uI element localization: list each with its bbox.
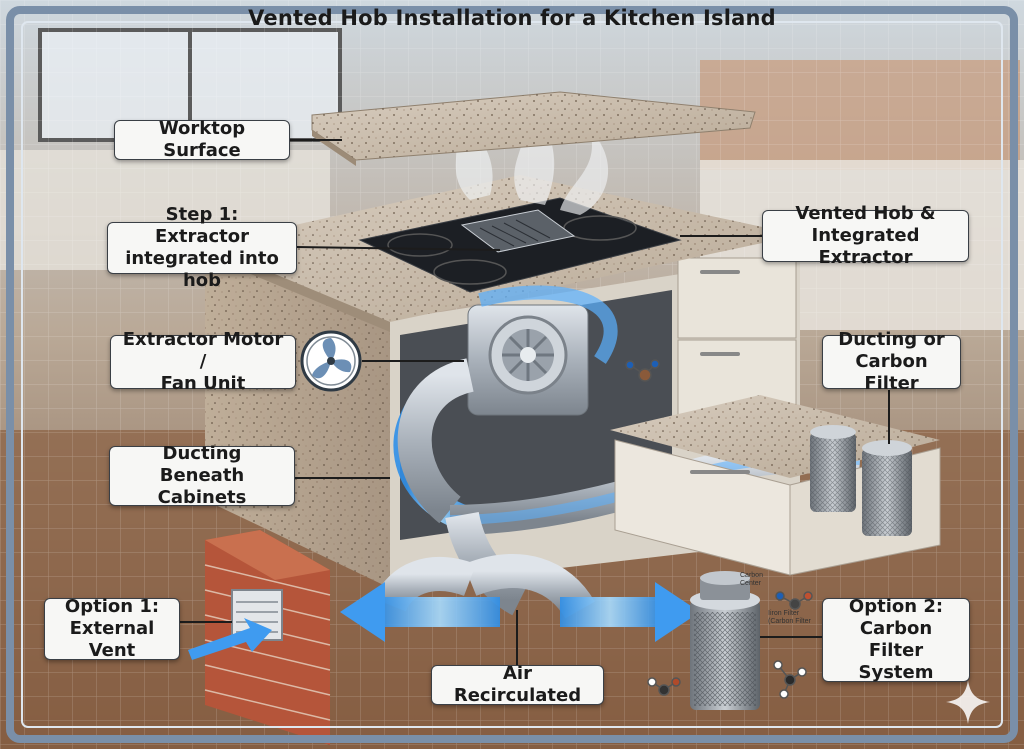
small-label-filter-note: Iiron Filter (Carbon Filter bbox=[768, 610, 811, 625]
label-ducting-beneath: Ducting Beneath Cabinets bbox=[109, 443, 295, 508]
outer-frame bbox=[6, 6, 1018, 743]
leader-lines bbox=[180, 139, 890, 665]
label-air-recirculated: Air Recirculated bbox=[431, 663, 604, 706]
carbon-filter-canister bbox=[690, 571, 760, 710]
label-ducting-or-filter: Ducting or Carbon Filter bbox=[822, 329, 961, 394]
sparkle-icon bbox=[946, 680, 990, 724]
label-option1-external-vent: Option 1: External Vent bbox=[44, 596, 180, 661]
airflow-arrow-right bbox=[560, 582, 700, 642]
fan-icon bbox=[300, 330, 362, 392]
label-step1-extractor: Step 1: Extractor integrated into hob bbox=[107, 204, 297, 291]
small-label-carbon-center: Carbon Center bbox=[740, 572, 763, 587]
diagram-title: Vented Hob Installation for a Kitchen Is… bbox=[248, 6, 776, 30]
airflow-arrow-left bbox=[340, 582, 500, 642]
label-motor-fan-unit: Extractor Motor / Fan Unit bbox=[110, 329, 296, 394]
label-option2-carbon-filter: Option 2: Carbon Filter System bbox=[822, 596, 970, 683]
label-vented-hob: Vented Hob & Integrated Extractor bbox=[762, 203, 969, 268]
molecule-icons bbox=[625, 359, 813, 699]
label-worktop-surface: Worktop Surface bbox=[114, 118, 290, 161]
cabinet-carbon-filters bbox=[810, 425, 912, 536]
vent-outflow-arrow bbox=[188, 618, 272, 660]
